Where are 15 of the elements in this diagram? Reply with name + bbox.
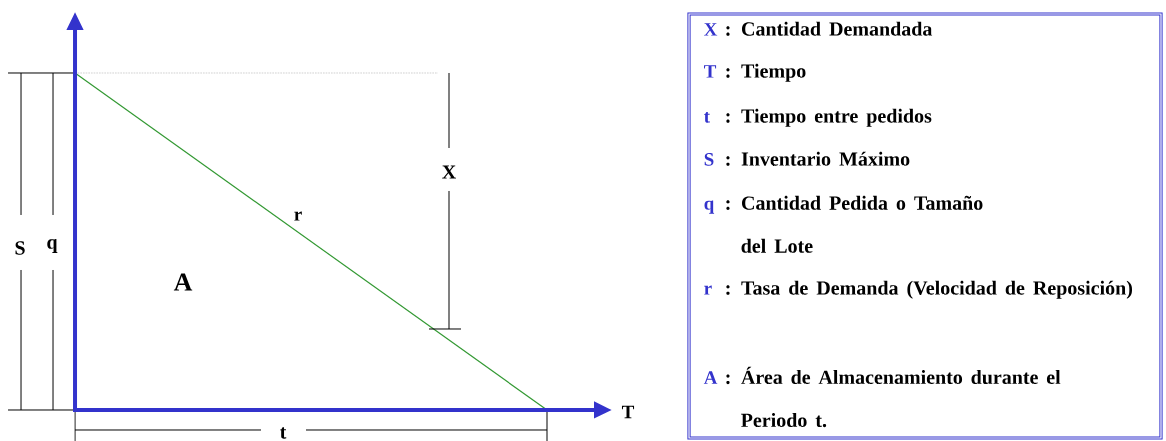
definition-entry: S : Inventario Máximo (704, 151, 910, 166)
definition-entry: q : Cantidad Pedida o Tamaño del Lote (704, 195, 983, 253)
legend-box (687, 12, 1163, 440)
dimension-label: q (47, 239, 58, 253)
definition-entry: X : Cantidad Demandada (704, 21, 933, 36)
definition-entry: A : Área de Almacenamiento durante el Periodo t. (703, 366, 1061, 428)
definition-entry: t : Tiempo entre pedidos (704, 108, 932, 127)
dimension-label: T (621, 405, 635, 419)
dimension-label: X (442, 165, 456, 179)
dimension-label: S (15, 241, 25, 255)
definition-entry: T : Tiempo (704, 63, 806, 82)
definition-entry: r : Tasa de Demanda (Velocidad de Reposición) (704, 280, 1132, 299)
dimension-label: t (280, 427, 287, 439)
dimension-label: r (294, 211, 302, 221)
dimension-label: A (173, 273, 193, 291)
